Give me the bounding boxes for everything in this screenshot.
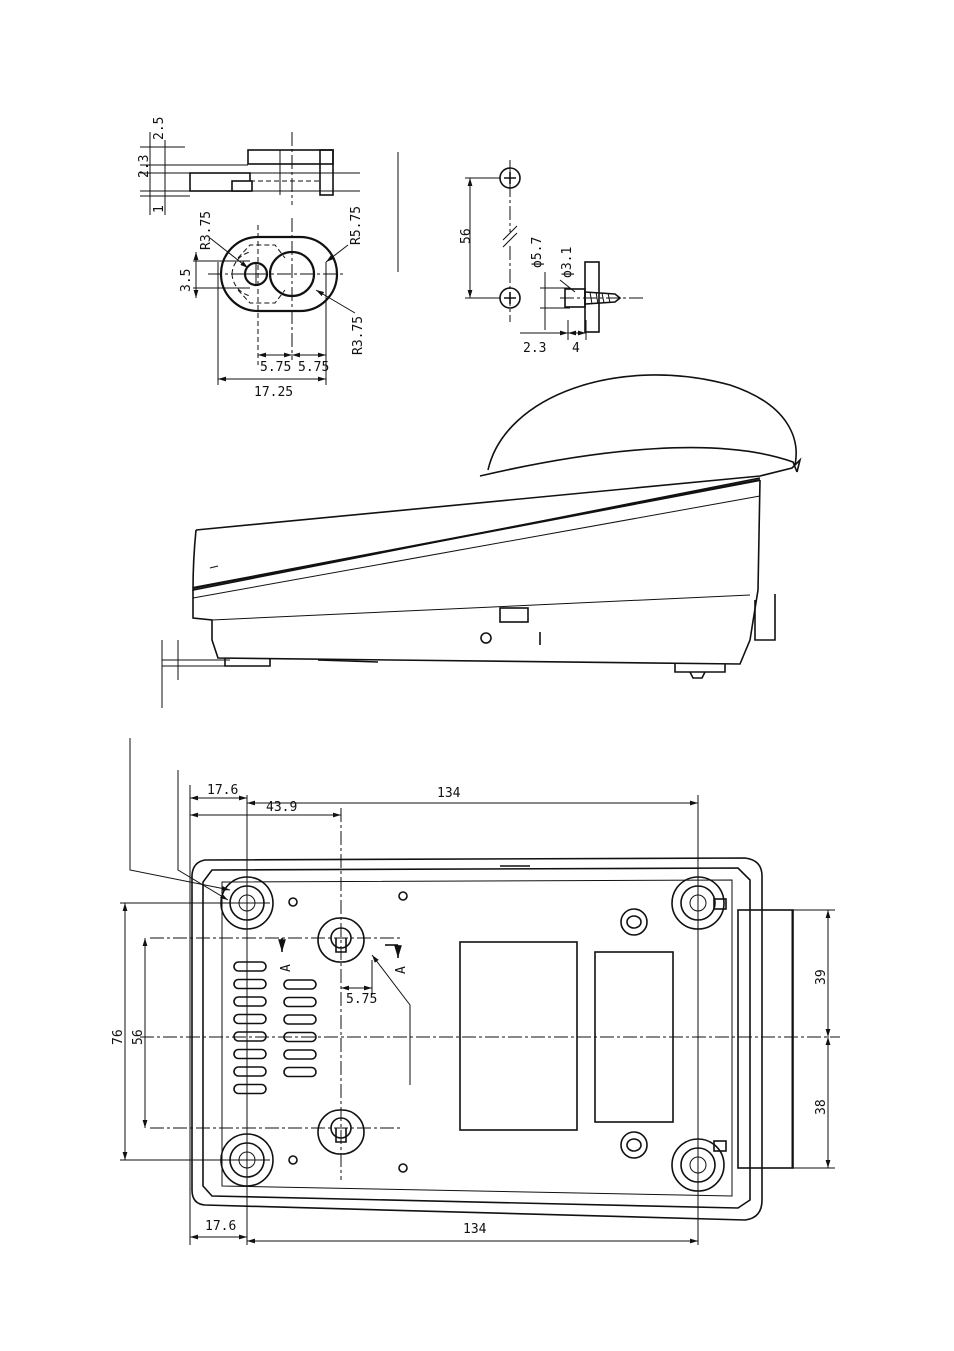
speaker-slot (284, 1015, 316, 1024)
dim-39: 39 (814, 969, 829, 985)
handset-cradle (738, 910, 793, 1168)
dim-phi-3-1: ϕ3.1 (560, 247, 575, 278)
keyhole-section-detail: 2.5 2.3 1 R3.7 (137, 117, 398, 400)
speaker-slot (234, 1015, 266, 1024)
dim-17-25: 17.25 (254, 385, 293, 400)
speaker-slot (234, 1050, 266, 1059)
speaker-grille (234, 962, 316, 1094)
dim-2-5: 2.5 (152, 117, 167, 140)
dim-r5-75: R5.75 (349, 206, 364, 245)
speaker-slot (234, 980, 266, 989)
base-outline (192, 858, 762, 1220)
dim-4-screw: 4 (572, 341, 580, 356)
dim-76: 76 (111, 1029, 126, 1045)
speaker-slot (284, 1068, 316, 1077)
dim-43-9: 43.9 (266, 800, 297, 815)
dim-5-75-left: 5.75 (260, 360, 291, 375)
dim-3-5: 3.5 (179, 269, 194, 292)
bottom-view: A A 17.6 43.9 134 5.75 76 56 39 38 17.6 … (111, 738, 840, 1245)
speaker-slot (234, 1067, 266, 1076)
dim-56: 56 (131, 1029, 146, 1045)
dim-r3-75-top: R3.75 (199, 211, 214, 250)
dim-2-3: 2.3 (137, 155, 152, 178)
screw-mount-detail: 56 ϕ5.7 ϕ3.1 2.3 4 (459, 160, 645, 356)
dim-phi-5-7: ϕ5.7 (530, 237, 545, 268)
speaker-slot (284, 998, 316, 1007)
speaker-slot (234, 962, 266, 971)
dim-2-3-screw: 2.3 (523, 341, 546, 356)
rubber-foot-bottom-right (672, 1139, 726, 1191)
side-view (162, 375, 800, 708)
dim-134-top: 134 (437, 786, 461, 801)
section-mark-a-left: A (279, 964, 294, 972)
screw-boss-top (621, 909, 647, 935)
speaker-slot (234, 1085, 266, 1094)
dim-5-75-bottom-view: 5.75 (346, 992, 377, 1007)
dim-38: 38 (814, 1099, 829, 1115)
dim-5-75-right: 5.75 (298, 360, 329, 375)
screw-boss-bottom (621, 1132, 647, 1158)
dim-17-6-top: 17.6 (207, 783, 238, 798)
speaker-slot (284, 1050, 316, 1059)
dim-1: 1 (152, 205, 167, 213)
dim-17-6-bottom: 17.6 (205, 1219, 236, 1234)
dim-134-bottom: 134 (463, 1222, 487, 1237)
rubber-foot-top-right (672, 877, 726, 929)
dim-56-screw: 56 (459, 228, 474, 244)
speaker-slot (234, 997, 266, 1006)
handset-outline (488, 375, 796, 470)
section-mark-a-right: A (394, 966, 409, 974)
label-plate-left (460, 942, 577, 1130)
speaker-slot (284, 980, 316, 989)
dim-r3-75-bottom: R3.75 (351, 316, 366, 355)
section-profile (140, 132, 360, 215)
